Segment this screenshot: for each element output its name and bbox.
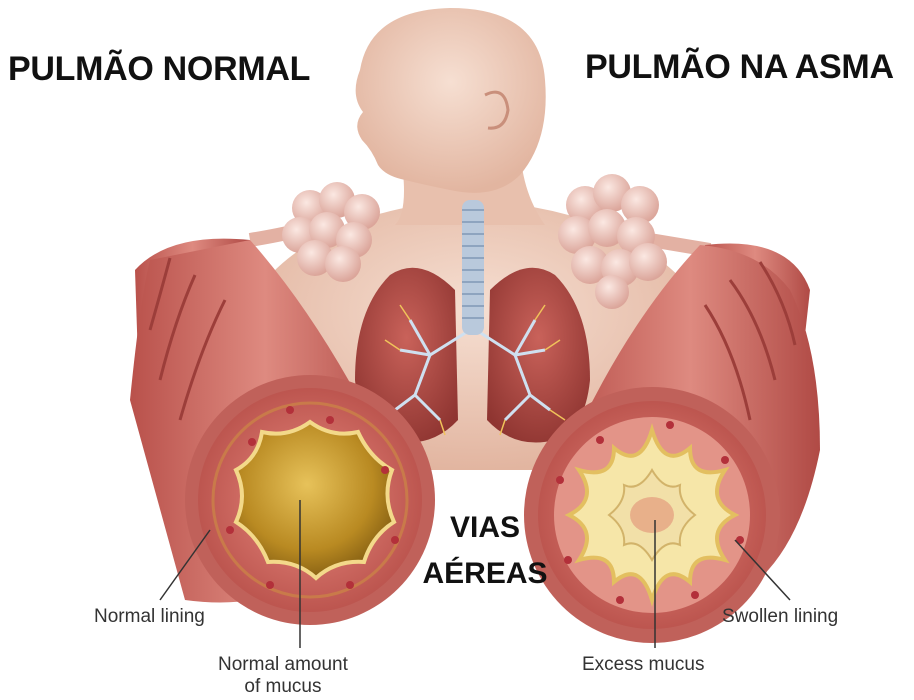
center-label-line1: VIAS	[410, 505, 560, 551]
callout-normal-mucus-line2: of mucus	[218, 676, 348, 698]
callout-normal-mucus: Normal amount of mucus	[218, 654, 348, 698]
trachea	[462, 200, 484, 335]
normal-airway-cross-section	[185, 375, 435, 625]
center-label-line2: AÉREAS	[410, 551, 560, 597]
callout-normal-lining: Normal lining	[94, 606, 205, 628]
center-label-airways: VIAS AÉREAS	[410, 505, 560, 597]
asthma-airway-cross-section	[524, 387, 780, 643]
title-asthma-lung: PULMÃO NA ASMA	[585, 48, 894, 87]
callout-normal-mucus-line1: Normal amount	[218, 654, 348, 676]
callout-swollen-lining: Swollen lining	[722, 606, 838, 628]
title-normal-lung: PULMÃO NORMAL	[8, 50, 310, 89]
head	[356, 8, 546, 193]
callout-excess-mucus: Excess mucus	[582, 654, 704, 676]
